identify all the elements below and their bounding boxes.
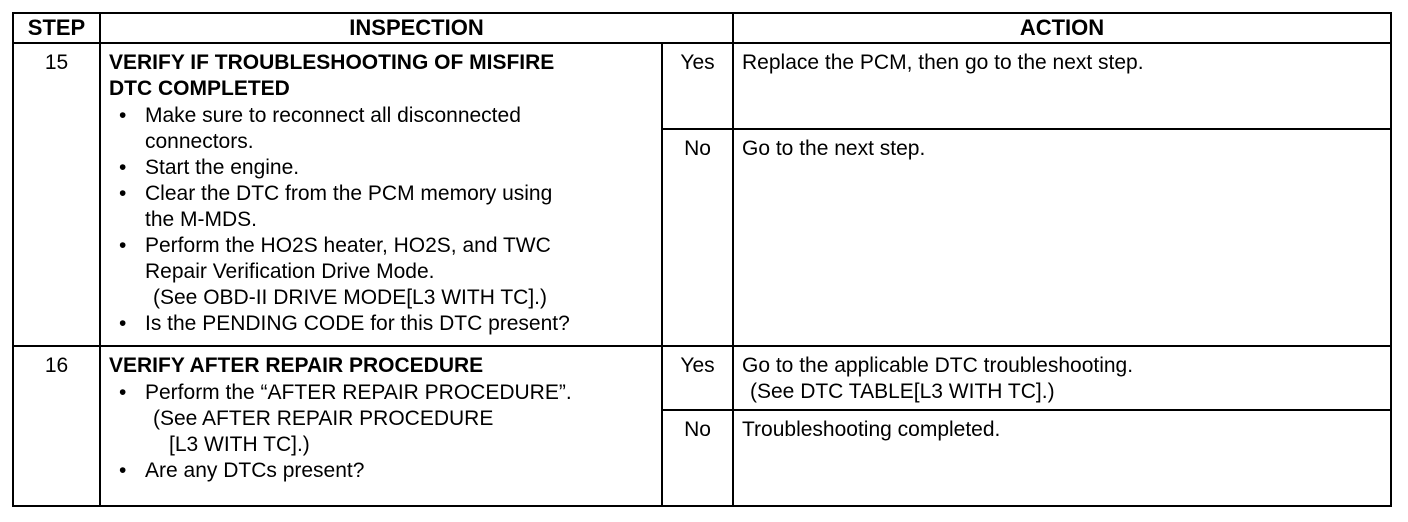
bullet-text: Clear the DTC from the PCM memory using: [145, 182, 553, 205]
inspection-bullet: • Clear the DTC from the PCM memory usin…: [109, 181, 655, 233]
bullet-icon: •: [119, 156, 127, 179]
yes-label: Yes: [661, 345, 734, 411]
action-header: ACTION: [732, 12, 1392, 44]
bullet-text: Start the engine.: [145, 156, 300, 179]
no-action: Troubleshooting completed.: [732, 409, 1392, 507]
inspection-bullet: • Make sure to reconnect all disconnecte…: [109, 103, 655, 155]
see-reference: (See OBD-II DRIVE MODE[L3 WITH TC].): [153, 286, 547, 309]
step-16-no-row: No Troubleshooting completed.: [13, 409, 1392, 507]
bullet-text: Repair Verification Drive Mode.: [145, 260, 435, 283]
bullet-text: Make sure to reconnect all disconnected: [145, 104, 521, 127]
inspection-bullet: • Start the engine.: [109, 155, 655, 181]
see-reference: (See DTC TABLE[L3 WITH TC].): [750, 380, 1055, 403]
see-reference: (See AFTER REPAIR PROCEDURE: [153, 407, 494, 430]
step-15-yes-row: 15 VERIFY IF TROUBLESHOOTING OF MISFIRE …: [12, 42, 1392, 347]
yes-action-cell: Go to the applicable DTC troubleshooting…: [732, 345, 1392, 411]
inspection-bullet: • Perform the “AFTER REPAIR PROCEDURE”. …: [109, 380, 655, 458]
bullet-icon: •: [119, 104, 127, 127]
bullet-icon: •: [119, 312, 127, 335]
inspection-bullet: • Is the PENDING CODE for this DTC prese…: [109, 311, 655, 337]
step-number: 15: [12, 42, 101, 347]
troubleshooting-table: STEP INSPECTION ACTION 15 VERIFY IF TROU…: [12, 12, 1392, 507]
step-15-no-row: No Go to the next step.: [13, 128, 1392, 347]
bullet-icon: •: [119, 459, 127, 482]
no-label: No: [661, 128, 734, 347]
inspection-bullet: • Perform the HO2S heater, HO2S, and TWC…: [109, 233, 655, 311]
bullet-text: the M-MDS.: [145, 208, 258, 231]
inspection-bullets: • Make sure to reconnect all disconnecte…: [109, 103, 655, 337]
inspection-cell: VERIFY IF TROUBLESHOOTING OF MISFIRE DTC…: [99, 42, 663, 347]
bullet-text: Is the PENDING CODE for this DTC present…: [145, 312, 570, 335]
yes-action: Go to the applicable DTC troubleshooting…: [742, 354, 1134, 377]
inspection-title: DTC COMPLETED: [109, 77, 290, 100]
bullet-text: Are any DTCs present?: [145, 459, 365, 482]
yes-action: Replace the PCM, then go to the next ste…: [732, 42, 1392, 130]
inspection-title: VERIFY IF TROUBLESHOOTING OF MISFIRE: [109, 51, 555, 74]
step-number: 16: [12, 345, 101, 507]
header-row: STEP INSPECTION ACTION: [12, 12, 1392, 44]
bullet-text: Perform the “AFTER REPAIR PROCEDURE”.: [145, 381, 572, 404]
bullet-icon: •: [119, 381, 127, 404]
bullet-icon: •: [119, 182, 127, 205]
step-header: STEP: [12, 12, 101, 44]
inspection-bullet: • Are any DTCs present?: [109, 458, 655, 484]
yes-label: Yes: [661, 42, 734, 130]
no-action: Go to the next step.: [732, 128, 1392, 347]
inspection-header: INSPECTION: [99, 12, 734, 44]
step-16-yes-row: 16 VERIFY AFTER REPAIR PROCEDURE • Perfo…: [12, 345, 1392, 507]
see-reference: [L3 WITH TC].): [169, 433, 310, 456]
troubleshooting-page: STEP INSPECTION ACTION 15 VERIFY IF TROU…: [12, 12, 1392, 507]
bullet-text: connectors.: [145, 130, 254, 153]
no-label: No: [661, 409, 734, 507]
inspection-bullets: • Perform the “AFTER REPAIR PROCEDURE”. …: [109, 380, 655, 484]
bullet-icon: •: [119, 234, 127, 257]
bullet-text: Perform the HO2S heater, HO2S, and TWC: [145, 234, 551, 257]
inspection-cell: VERIFY AFTER REPAIR PROCEDURE • Perform …: [99, 345, 663, 507]
inspection-title: VERIFY AFTER REPAIR PROCEDURE: [109, 354, 484, 377]
